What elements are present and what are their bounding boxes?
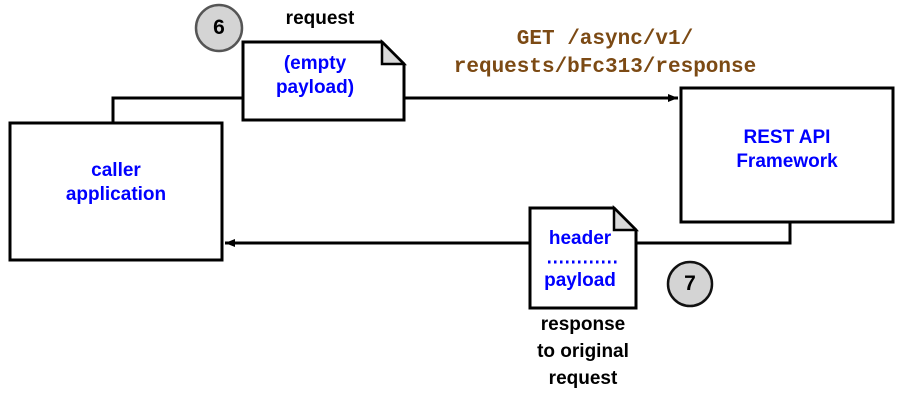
- rest-api-label-line2: Framework: [736, 151, 838, 172]
- node-request-document[interactable]: [241, 40, 406, 122]
- response-caption-line3: request: [548, 368, 618, 389]
- caller-application-label-line2: application: [65, 184, 167, 205]
- response-caption-line1: response: [540, 314, 626, 335]
- node-caller-application[interactable]: [8, 121, 224, 262]
- node-response-document[interactable]: [528, 206, 638, 310]
- step-six-number: 6: [213, 16, 225, 39]
- step-seven-number: 7: [684, 272, 696, 295]
- response-document-label-header: header: [548, 228, 612, 249]
- response-document-label-payload: payload: [544, 270, 616, 291]
- step-marker-six[interactable]: [194, 3, 244, 53]
- caller-application-label-line1: caller: [91, 160, 141, 181]
- page-fold-icon: [380, 38, 408, 66]
- step-marker-seven[interactable]: [666, 260, 714, 308]
- response-caption-line2: to original: [537, 341, 629, 362]
- http-url-line2: requests/bFc313/response: [453, 56, 757, 79]
- request-caption: request: [285, 8, 355, 29]
- node-rest-api-framework[interactable]: [679, 86, 895, 224]
- request-document-label-line1: (empty: [283, 53, 347, 74]
- http-url-line1: GET /async/v1/: [516, 28, 694, 51]
- connector-caller-to-request-doc: [111, 96, 243, 124]
- rest-api-label-line1: REST API: [743, 127, 831, 148]
- request-document-label-line2: payload): [275, 77, 355, 98]
- page-fold-icon: [612, 204, 640, 232]
- connector-rest-api-to-response-doc: [636, 222, 792, 245]
